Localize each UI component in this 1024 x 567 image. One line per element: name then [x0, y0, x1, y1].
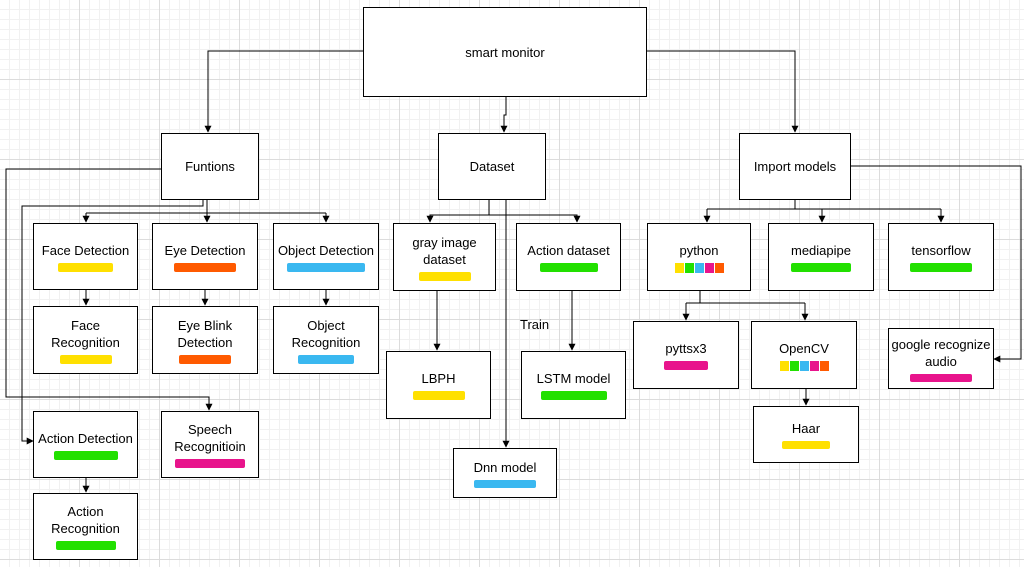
- swatch: [694, 262, 704, 273]
- highlight-mark: [791, 263, 851, 272]
- node-dataset[interactable]: Dataset: [438, 133, 546, 200]
- node-action-detection[interactable]: Action Detection: [33, 411, 138, 478]
- highlight-mark: [175, 459, 245, 468]
- highlight-mark: [174, 262, 236, 272]
- highlight-mark: [287, 262, 365, 272]
- node-label: Funtions: [185, 159, 235, 174]
- edge-dataset-bus: [488, 200, 581, 223]
- highlight-mark: [59, 354, 112, 364]
- node-face-detection[interactable]: Face Detection: [33, 223, 138, 290]
- swatch: [704, 262, 714, 273]
- highlight-mark: [412, 391, 465, 400]
- node-label: Speech Recognitioin: [174, 422, 246, 454]
- highlight-mark: [53, 450, 118, 460]
- node-pyttsx3[interactable]: pyttsx3: [633, 321, 739, 389]
- node-speech-recognitioin[interactable]: Speech Recognitioin: [161, 411, 259, 478]
- node-label: Dataset: [469, 159, 515, 174]
- node-gray-image-dataset[interactable]: gray image dataset: [393, 223, 496, 291]
- node-action-recognition[interactable]: Action Recognition: [33, 493, 138, 560]
- node-face-recognition[interactable]: Face Recognition: [33, 306, 138, 374]
- node-lbph[interactable]: LBPH: [386, 351, 491, 419]
- node-label: google recognize audio: [891, 336, 991, 369]
- node-label: Eye Blink Detection: [177, 317, 233, 350]
- node-label: Dnn model: [473, 459, 537, 475]
- node-python[interactable]: python: [647, 223, 751, 291]
- node-label: Action dataset: [527, 243, 610, 258]
- node-label: Action Detection: [38, 430, 133, 446]
- swatch: [819, 360, 829, 371]
- node-label: Object Detection: [277, 242, 375, 258]
- node-label: Import models: [753, 159, 837, 174]
- node-label: pyttsx3: [665, 341, 707, 356]
- node-mediapipe[interactable]: mediapipe: [768, 223, 874, 291]
- node-action-dataset[interactable]: Action dataset: [516, 223, 621, 291]
- node-eye-blink-detection[interactable]: Eye Blink Detection: [152, 306, 258, 374]
- node-label: LBPH: [421, 371, 456, 386]
- color-swatches: [779, 360, 829, 371]
- highlight-mark: [540, 391, 607, 400]
- node-label: Action Recognition: [51, 504, 120, 536]
- edge-smart-monitor-to-dataset: [500, 97, 508, 133]
- edge-smart-monitor-to-import-models: [647, 50, 799, 133]
- highlight-mark: [418, 271, 471, 281]
- node-label: Face Recognition: [51, 317, 120, 350]
- node-haar[interactable]: Haar: [753, 406, 859, 463]
- highlight-mark: [298, 354, 354, 364]
- swatch: [674, 262, 684, 273]
- edge-dataset-to-gray: [426, 214, 489, 223]
- highlight-mark: [55, 541, 116, 550]
- edge-import-bus: [707, 200, 941, 210]
- edge-smart-monitor-to-funtions: [204, 50, 363, 133]
- edge-python-bus: [686, 291, 805, 304]
- swatch: [799, 360, 809, 371]
- node-label: LSTM model: [536, 371, 611, 386]
- node-label: Eye Detection: [164, 242, 246, 258]
- node-label: tensorflow: [911, 243, 971, 258]
- node-lstm-model[interactable]: LSTM model: [521, 351, 626, 419]
- highlight-mark: [664, 361, 708, 370]
- node-label: gray image dataset: [412, 234, 477, 267]
- highlight-mark: [782, 441, 830, 449]
- swatch: [779, 360, 789, 371]
- node-object-detection[interactable]: Object Detection: [273, 223, 379, 290]
- swatch: [684, 262, 694, 273]
- node-smart-monitor[interactable]: smart monitor: [363, 7, 647, 97]
- swatch: [714, 262, 724, 273]
- node-label: Haar: [791, 421, 821, 436]
- node-label: Object Recognition: [291, 317, 361, 350]
- highlight-mark: [910, 373, 972, 382]
- highlight-mark: [58, 262, 113, 272]
- node-eye-detection[interactable]: Eye Detection: [152, 223, 258, 290]
- highlight-mark: [539, 263, 598, 272]
- highlight-mark: [179, 354, 231, 364]
- node-funtions[interactable]: Funtions: [161, 133, 259, 200]
- node-object-recognition[interactable]: Object Recognition: [273, 306, 379, 374]
- node-label: smart monitor: [465, 44, 545, 60]
- color-swatches: [674, 262, 724, 273]
- node-label: Face Detection: [41, 242, 130, 258]
- node-label: OpenCV: [779, 340, 829, 356]
- swatch: [809, 360, 819, 371]
- node-dnn-model[interactable]: Dnn model: [453, 448, 557, 498]
- highlight-mark: [910, 263, 972, 272]
- node-google-recognize-audio[interactable]: google recognize audio: [888, 328, 994, 389]
- edge-funtions-bus: [86, 200, 326, 214]
- highlight-mark: [474, 479, 536, 488]
- swatch: [789, 360, 799, 371]
- node-import-models[interactable]: Import models: [739, 133, 851, 200]
- node-opencv[interactable]: OpenCV: [751, 321, 857, 389]
- edge-label-train: Train: [520, 317, 550, 332]
- node-tensorflow[interactable]: tensorflow: [888, 223, 994, 291]
- node-label: mediapipe: [791, 243, 851, 258]
- node-label: python: [679, 242, 719, 258]
